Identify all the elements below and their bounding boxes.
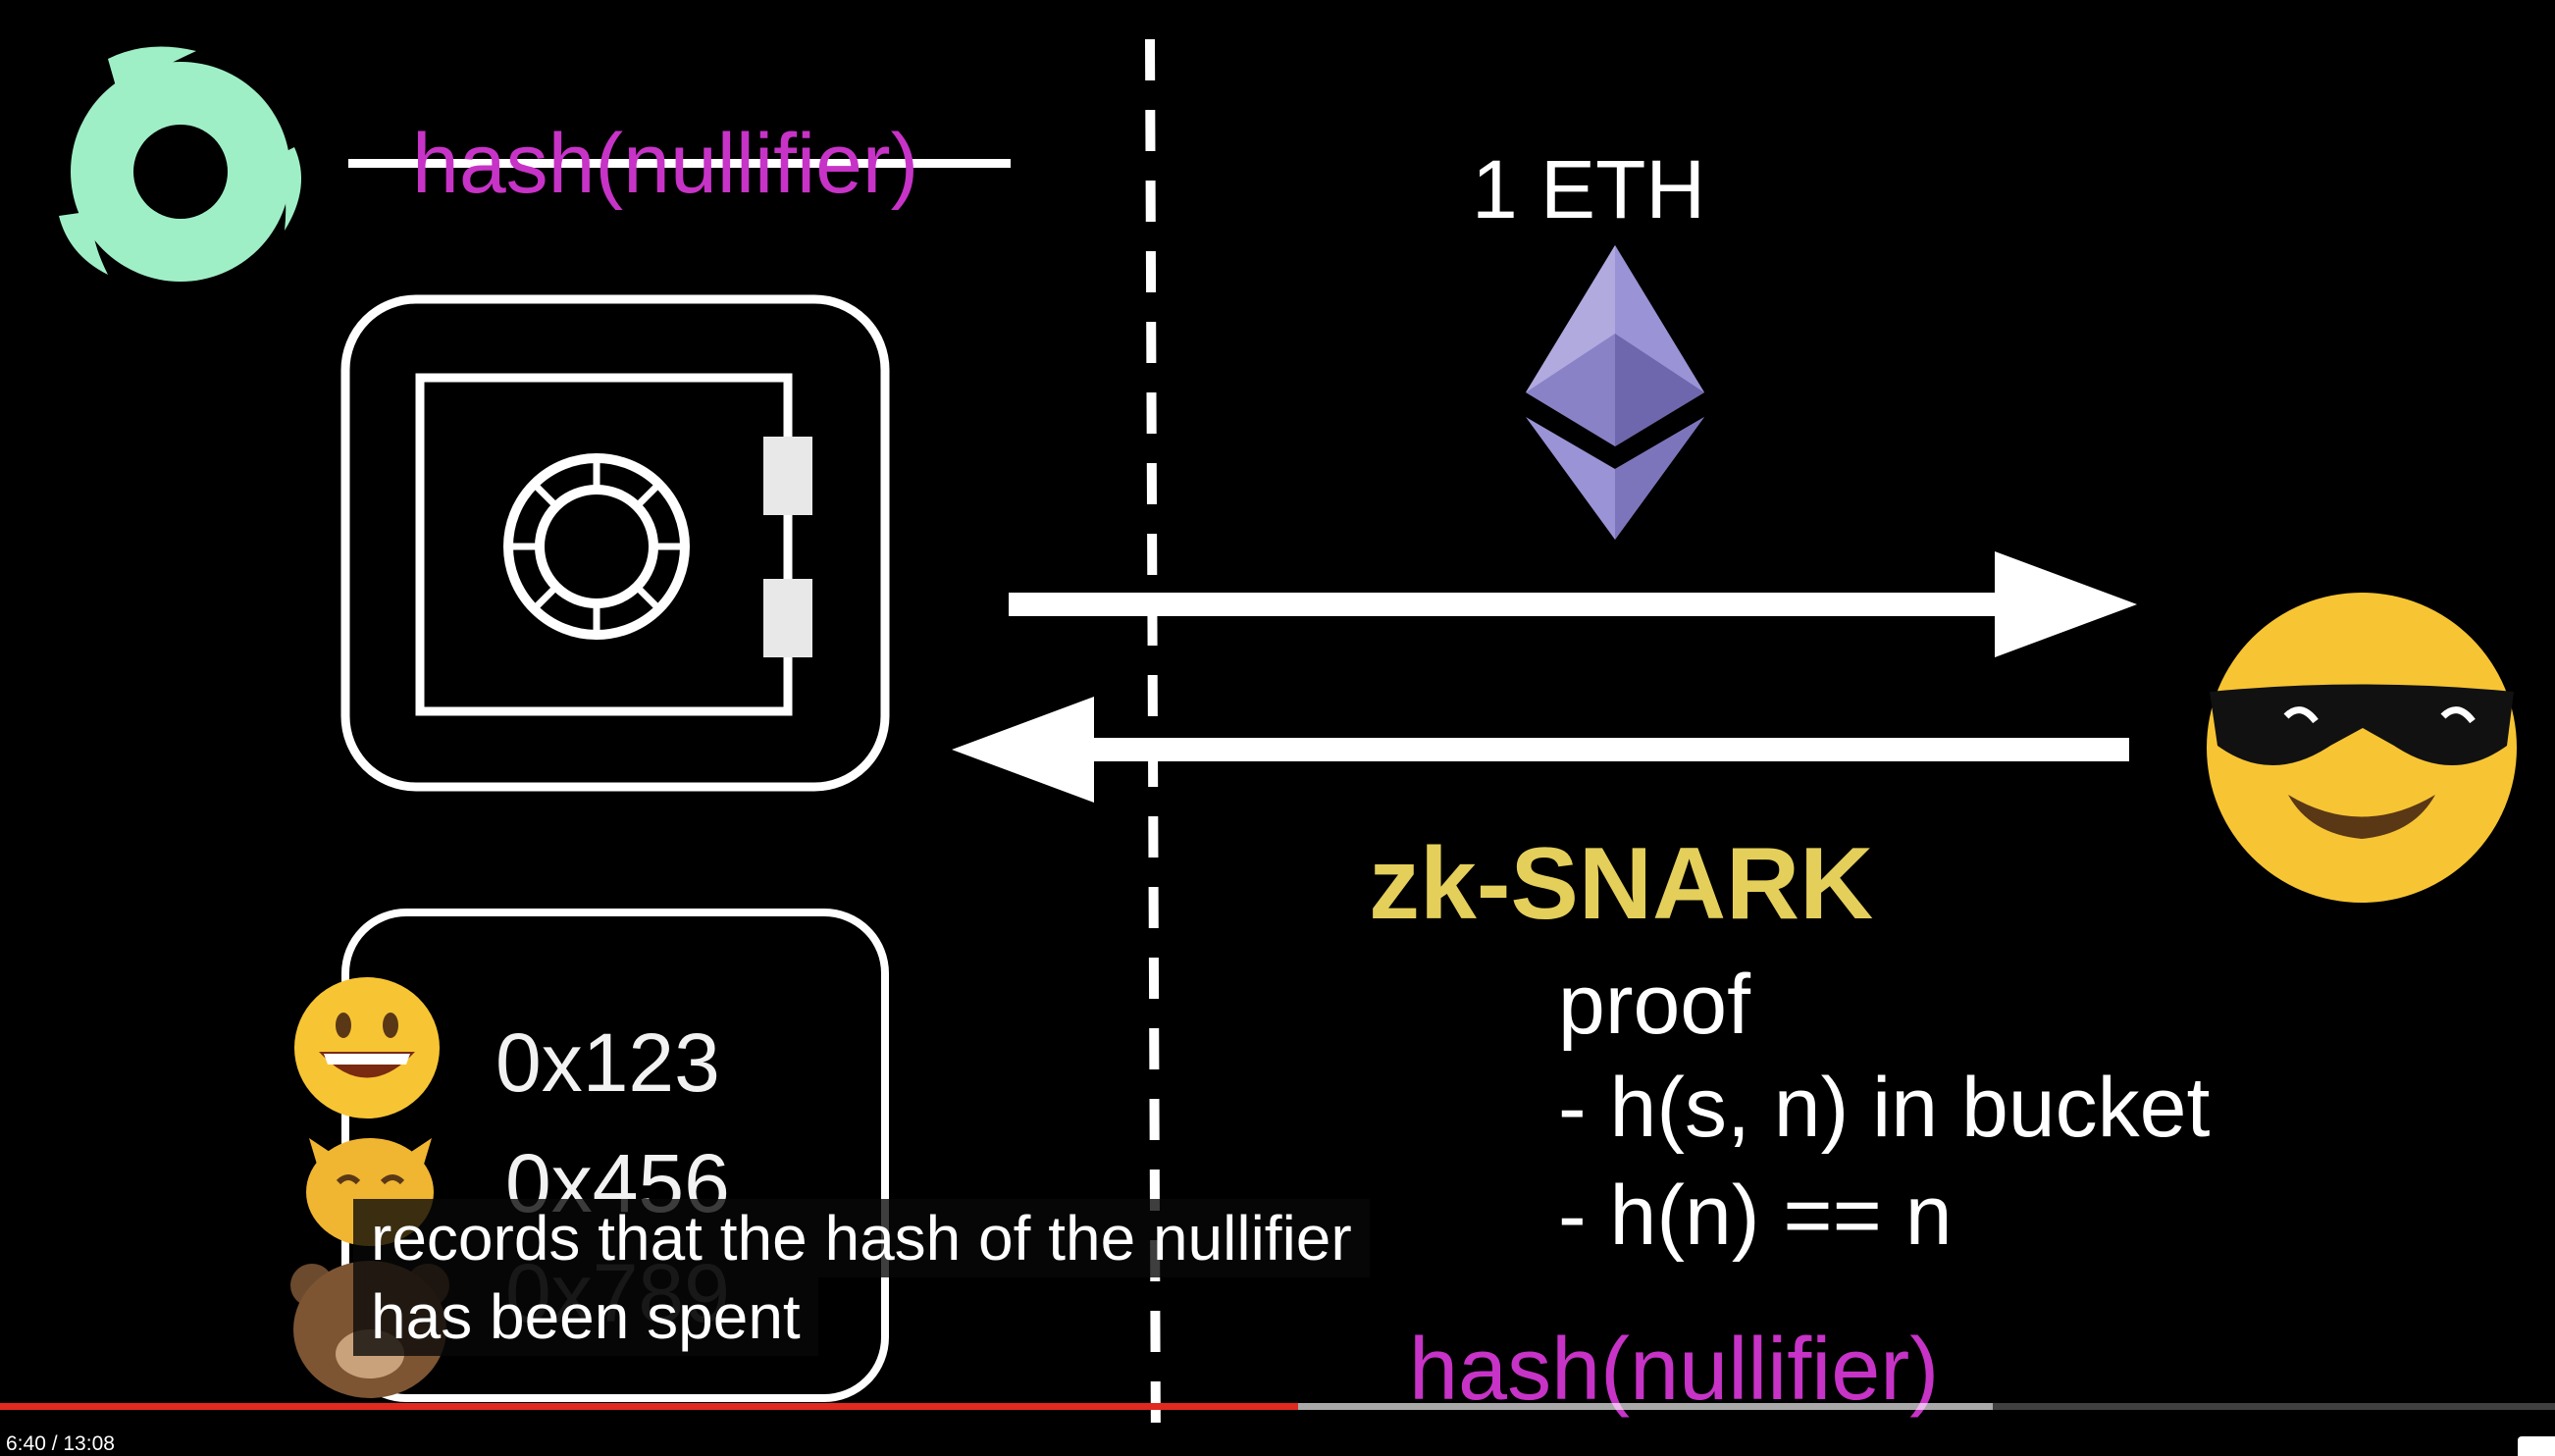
proof-label: proof [1558, 958, 1751, 1052]
zk-snark-title: zk-SNARK [1369, 827, 1874, 941]
time-display: 6:40 / 13:08 [6, 1432, 115, 1455]
progress-bar[interactable] [0, 1403, 2555, 1410]
caption-line: records that the hash of the nullifier [353, 1199, 1370, 1277]
strike-line [348, 159, 1011, 168]
arrow-to-vault [952, 697, 2129, 803]
progress-played [0, 1403, 1298, 1410]
sunglasses-emoji-icon [2207, 593, 2517, 903]
grinning-emoji-icon [294, 977, 440, 1118]
proof-line-bucket: - h(s, n) in bucket [1558, 1061, 2211, 1155]
struck-hash-label: hash(nullifier) [412, 117, 919, 211]
bottom-hash-label: hash(nullifier) [1409, 1321, 1940, 1419]
tornado-logo-icon [59, 46, 302, 282]
ethereum-icon [1526, 245, 1704, 540]
caption-line: has been spent [353, 1277, 818, 1356]
settings-icon[interactable] [2518, 1436, 2555, 1456]
proof-line-hash: - h(n) == n [1558, 1169, 1953, 1263]
safe-vault-icon [340, 294, 890, 792]
caption-window: records that the hash of the nullifier h… [353, 1199, 1370, 1356]
eth-amount-label: 1 ETH [1472, 143, 1706, 235]
address-item: 0x123 [495, 1016, 720, 1109]
arrow-to-user [1009, 551, 2137, 657]
